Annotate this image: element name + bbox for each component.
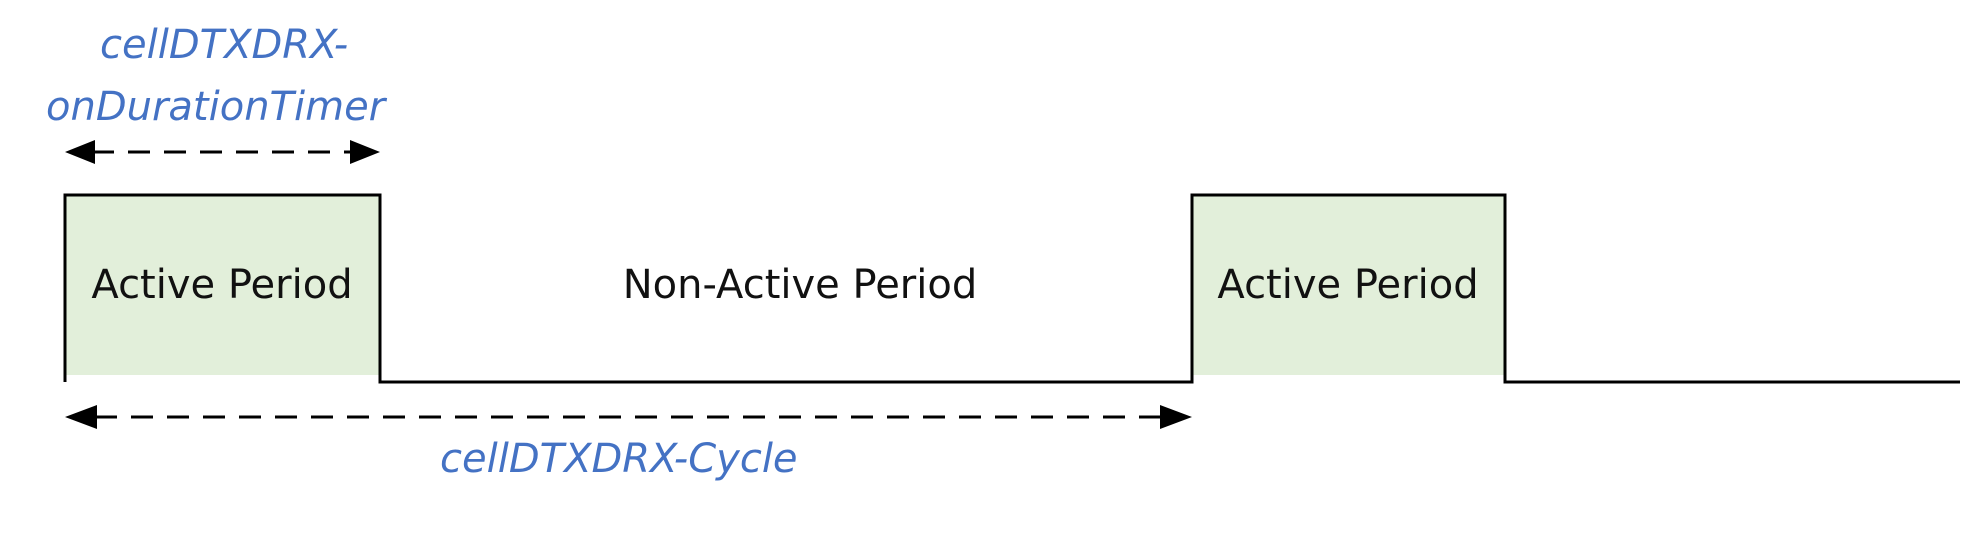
on-duration-timer-label-line1: cellDTXDRX- (100, 22, 348, 68)
on-duration-arrow (65, 140, 380, 164)
cycle-arrow (65, 405, 1192, 429)
arrowhead-right-icon (350, 140, 380, 164)
active-period-2-label: Active Period (1217, 262, 1478, 308)
cycle-label: cellDTXDRX-Cycle (440, 436, 798, 482)
non-active-period-label: Non-Active Period (623, 262, 977, 308)
drx-signal-waveform (63, 193, 1960, 384)
active-period-2-box (1192, 195, 1505, 375)
arrowhead-left-icon (65, 405, 97, 429)
active-period-1-box (65, 195, 380, 375)
active-period-1-label: Active Period (91, 262, 352, 308)
arrowhead-left-icon (65, 140, 95, 164)
arrowhead-right-icon (1160, 405, 1192, 429)
on-duration-timer-label-line2: onDurationTimer (46, 84, 388, 130)
